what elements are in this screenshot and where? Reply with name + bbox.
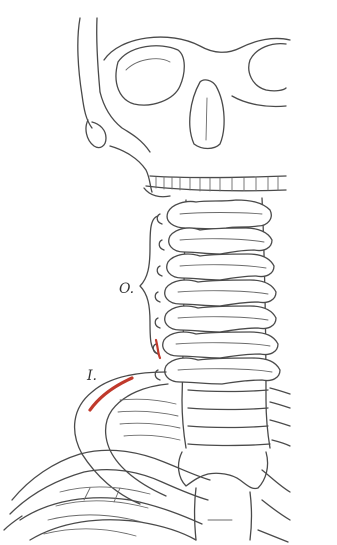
- thorax: [4, 372, 290, 542]
- cervical-vertebrae: [153, 198, 280, 448]
- skull: [78, 18, 290, 197]
- origin-bracket: [140, 216, 160, 358]
- origin-label: O.: [119, 282, 134, 296]
- insertion-label: I.: [87, 369, 97, 383]
